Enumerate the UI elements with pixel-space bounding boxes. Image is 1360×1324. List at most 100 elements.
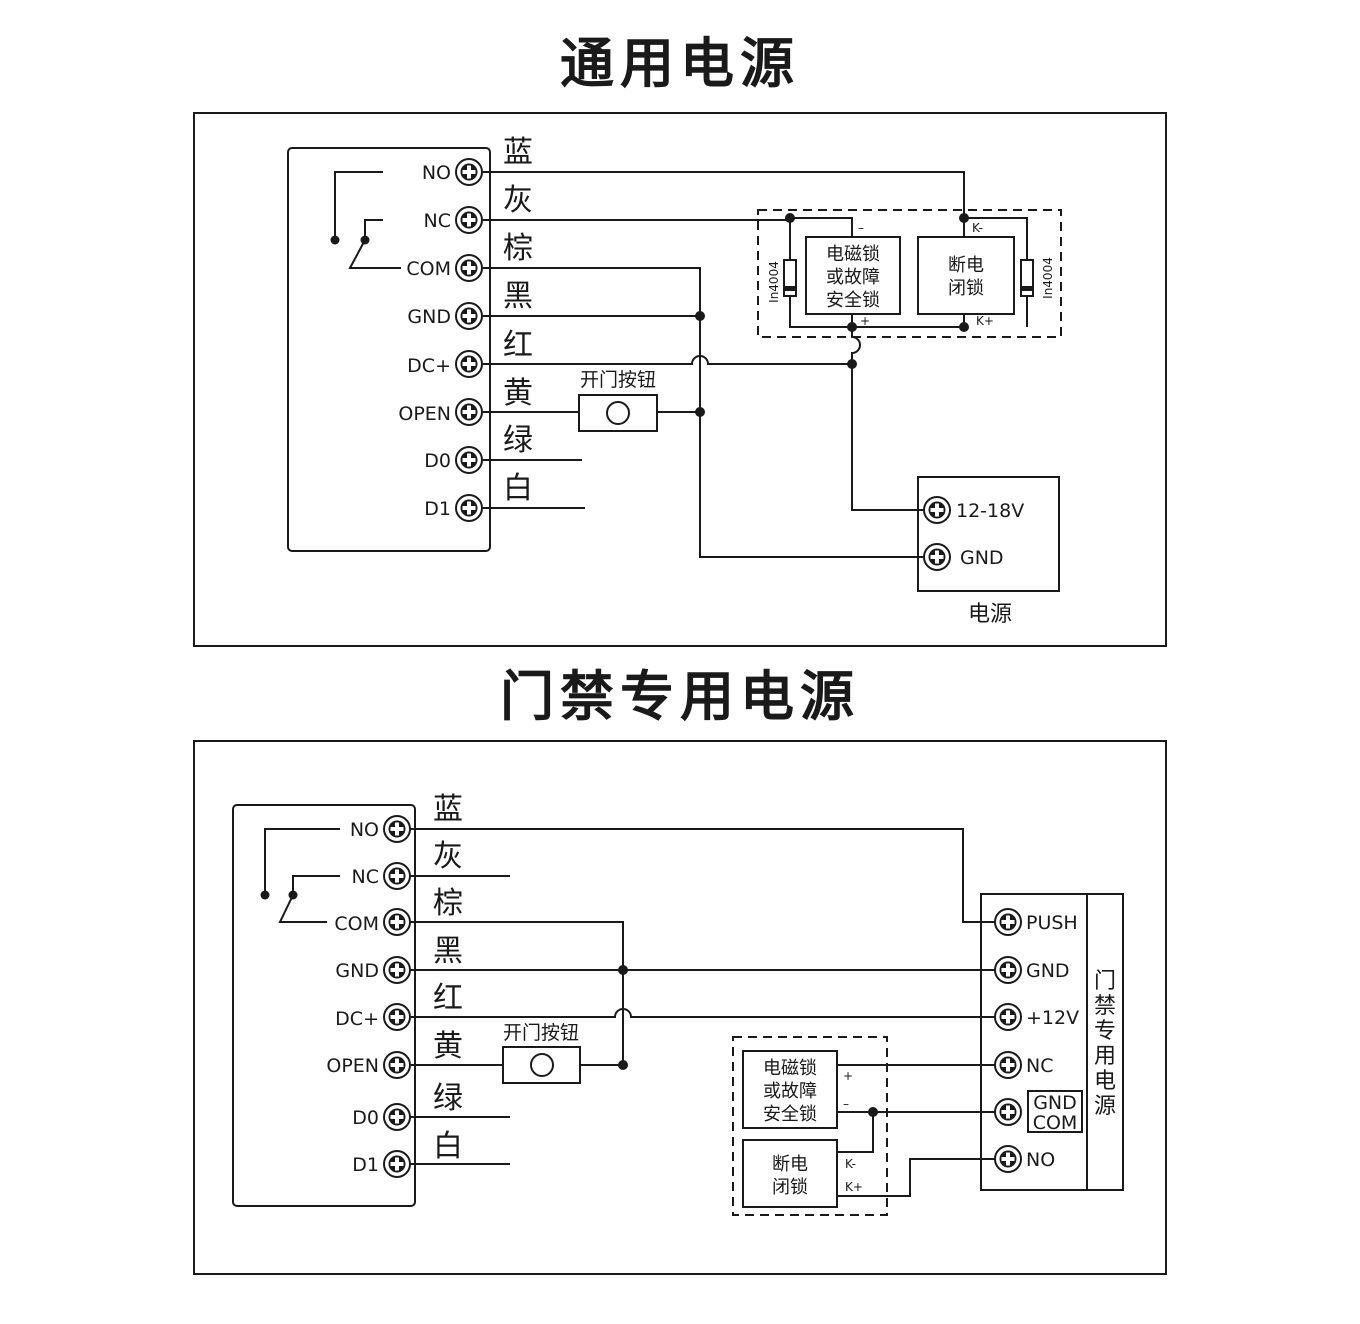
relay-contact-dot [330,235,340,245]
screw-terminal-icon [994,1003,1022,1031]
wire-color-brown: 棕 [433,886,463,921]
screw-terminal-icon [994,1145,1022,1173]
push-button-circle [530,1053,554,1077]
junction-dot [959,322,969,332]
push-button-label: 开门按钮 [503,1022,579,1044]
screw-terminal-icon [455,446,483,474]
diagram-dedicated-power: NO NC COM GND DC+ OPEN D0 D1 蓝 灰 棕 黑 红 黄… [193,740,1167,1275]
diode-band [784,286,796,291]
controller-box [232,804,416,1207]
diode-band [1021,286,1033,291]
terminal-label-d0: D0 [352,1107,379,1129]
wire-color-yellow: 黄 [433,1029,463,1064]
psu-terminal-12-18v: 12-18V [956,500,1024,522]
fs-lock-line-1: 断电 [772,1154,808,1175]
junction-dot [847,322,857,332]
junction-dot [847,359,857,369]
relay-contact-dot [260,890,270,900]
fs-lock-kplus: K+ [845,1180,863,1194]
wire-color-green: 绿 [503,423,533,458]
diagram-general-power: NO NC COM GND DC+ OPEN D0 D1 蓝 灰 棕 黑 红 黄… [193,112,1167,647]
diode-label-left: In4004 [767,261,781,303]
psu-box-dedicated [980,893,1124,1191]
psu-side-label-4: 用 [1094,1044,1116,1069]
wire-color-black: 黑 [503,279,533,314]
em-lock-line-1: 电磁锁 [763,1058,817,1079]
lock-wiring [837,1064,1000,1197]
relay-switch-symbol [334,171,401,269]
screw-terminal-icon [455,302,483,330]
relay-contact-dot [288,890,298,900]
title-general-power: 通用电源 [560,32,800,95]
terminal-label-open: OPEN [326,1055,379,1077]
screw-terminal-icon [383,862,411,890]
em-lock-box [742,1050,838,1129]
junction-dot [785,213,795,223]
em-lock-line-1: 电磁锁 [826,244,880,265]
wire-color-white: 白 [503,471,533,506]
diode-label-right: In4004 [1041,257,1055,299]
psu-side-label-5: 电 [1094,1069,1116,1094]
junction-dot [959,213,969,223]
em-lock-line-2: 或故障 [826,267,880,288]
wire-dc-plus [410,1008,1000,1018]
junction-dot [695,311,705,321]
push-button-icon [502,1046,581,1084]
terminal-label-d1: D1 [352,1154,379,1176]
terminal-label-nc: NC [352,866,379,888]
terminal-label-d1: D1 [424,498,451,520]
fail-secure-lock-box [917,236,1015,315]
em-lock-line-2: 或故障 [763,1081,817,1102]
push-button-label: 开门按钮 [580,369,656,391]
psu-side-label-6: 源 [1094,1094,1116,1119]
controller-box [287,147,491,552]
screw-terminal-icon [383,815,411,843]
psu-terminal-no: NO [1026,1149,1055,1171]
psu-terminal-gnd-com-2: COM [1033,1112,1078,1134]
diagram-frame-dedicated [193,740,1167,1275]
lock-dashed-region [732,1036,888,1216]
screw-terminal-icon [994,1098,1022,1126]
terminal-label-gnd: GND [407,306,451,328]
terminal-label-gnd: GND [335,960,379,982]
junction-dot [618,1060,628,1070]
psu-caption: 电源 [968,602,1012,627]
em-lock-box [805,236,901,315]
fs-lock-line-1: 断电 [948,255,984,276]
junction-dot [868,1107,878,1117]
screw-terminal-icon [455,494,483,522]
fs-lock-line-2: 闭锁 [948,278,984,299]
psu-side-label-2: 禁 [1094,994,1116,1019]
wire-color-black: 黑 [433,934,463,969]
terminal-label-nc: NC [424,210,451,232]
terminal-label-com: COM [334,913,379,935]
terminal-label-dc-plus: DC+ [407,355,451,377]
terminal-label-com: COM [406,258,451,280]
wire-com [410,921,624,1065]
screw-terminal-icon [994,908,1022,936]
psu-box-general [917,476,1060,592]
lock-wiring [789,217,1028,328]
fs-lock-kminus: K- [845,1157,856,1171]
wire-lock-plus-to-psu [851,327,925,511]
screw-terminal-icon [383,956,411,984]
wire-color-brown: 棕 [503,231,533,266]
push-button-circle [606,401,630,425]
screw-terminal-icon [994,956,1022,984]
psu-terminal-gnd: GND [1026,960,1070,982]
screw-terminal-icon [383,1003,411,1031]
terminal-label-no: NO [350,819,379,841]
screw-terminal-icon [383,1051,411,1079]
screw-terminal-icon [383,908,411,936]
em-lock-plus: + [843,1069,853,1083]
relay-switch-symbol [264,828,340,923]
em-lock-line-3: 安全锁 [826,290,880,311]
screw-terminal-icon [455,206,483,234]
diagram-frame-general [193,112,1167,647]
wire-color-gray: 灰 [433,839,463,874]
fs-lock-kminus: K- [972,221,983,235]
screw-terminal-icon [994,1051,1022,1079]
wire-color-yellow: 黄 [503,376,533,411]
terminal-label-d0: D0 [424,450,451,472]
